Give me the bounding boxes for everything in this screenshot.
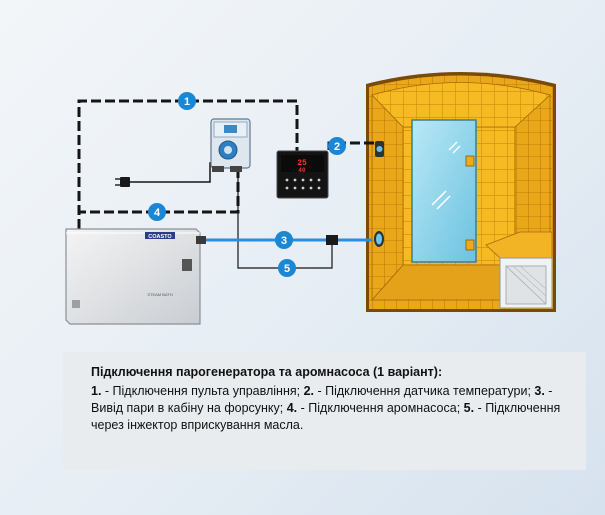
badge-4-number: 4 — [154, 207, 161, 219]
display-top-reading: 25 — [297, 159, 307, 168]
caption-item-4-text: - Підключення аромнасоса; — [297, 401, 464, 415]
steam-nozzle — [374, 231, 384, 247]
power-cord — [130, 162, 214, 183]
caption-item-4-number: 4. — [286, 401, 298, 415]
door-hinge — [465, 239, 475, 251]
caption-box: Підключення парогенератора та аромнасоса… — [63, 352, 586, 470]
caption-item-2-text: - Підключення датчика температури; — [314, 384, 535, 398]
display-bottom-reading: 40 — [298, 167, 306, 174]
caption-item-2-number: 2. — [303, 384, 315, 398]
control-panel-cable — [77, 99, 299, 229]
badge-3: 3 — [275, 231, 293, 249]
power-plug-icon — [115, 177, 130, 187]
badge-5-number: 5 — [284, 263, 290, 275]
aroma-pump — [210, 118, 251, 172]
control-panel: 25 40 — [276, 150, 329, 199]
badge-1: 1 — [178, 92, 196, 110]
caption-item-3-number: 3. — [534, 384, 545, 398]
badge-3-number: 3 — [281, 235, 287, 247]
sauna-cabin — [366, 72, 556, 312]
generator-brand-label: COASTO — [148, 234, 172, 240]
caption-title: Підключення парогенератора та аромнасоса… — [91, 365, 443, 379]
caption-item-1-number: 1. — [91, 384, 102, 398]
badge-2: 2 — [328, 137, 346, 155]
badge-5: 5 — [278, 259, 296, 277]
caption-item-3-text: - Вивід пари в кабіну на форсунку; — [91, 384, 553, 415]
caption-item-1-text: - Підключення пульта управління; — [101, 384, 304, 398]
caption-item-5-text: - Підключення через інжектор вприскуванн… — [91, 401, 561, 432]
door-hinge — [465, 155, 475, 167]
badge-2-number: 2 — [334, 141, 340, 153]
oil-injector — [326, 235, 338, 245]
glass-door — [411, 119, 477, 263]
badge-4: 4 — [148, 203, 166, 221]
generator-model-label: STEAM BATH — [147, 292, 172, 297]
caption-item-5-number: 5. — [463, 401, 475, 415]
steam-generator: COASTO STEAM BATH — [65, 228, 206, 325]
temperature-sensor — [375, 141, 384, 157]
badge-1-number: 1 — [184, 96, 190, 108]
